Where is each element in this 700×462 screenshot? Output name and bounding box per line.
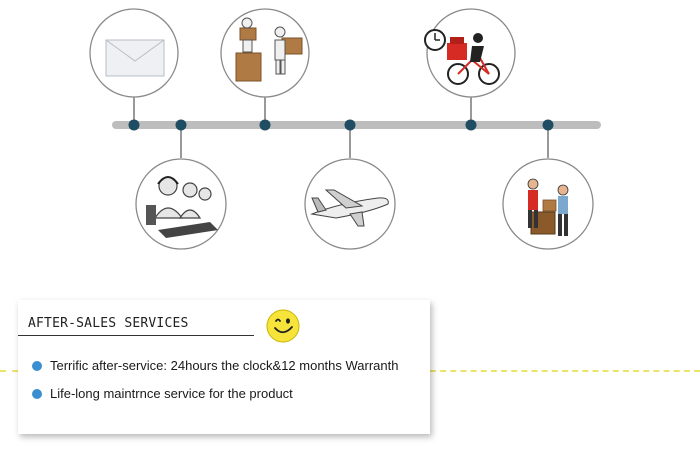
delivery-bicycle-icon (424, 8, 516, 98)
section-title: AFTER-SALES SERVICES (28, 316, 189, 331)
list-item-text: Terrific after-service: 24hours the cloc… (50, 358, 399, 373)
customer-support-icon (135, 158, 227, 250)
service-list: Terrific after-service: 24hours the cloc… (32, 352, 399, 408)
after-sales-card: AFTER-SALES SERVICES Terrific after-serv… (18, 300, 430, 434)
timeline-node-1 (128, 119, 140, 131)
bullet-icon (32, 361, 42, 371)
timeline-node-3 (259, 119, 271, 131)
packaging-icon (220, 8, 310, 98)
timeline-node-5 (465, 119, 477, 131)
timeline-node-4 (344, 119, 356, 131)
list-item: Terrific after-service: 24hours the cloc… (32, 352, 399, 380)
airplane-icon (304, 158, 396, 250)
timeline-node-2 (175, 119, 187, 131)
bullet-icon (32, 389, 42, 399)
list-item-text: Life-long maintrnce service for the prod… (50, 386, 293, 401)
decorative-dash-line-left (0, 370, 18, 372)
list-item: Life-long maintrnce service for the prod… (32, 380, 399, 408)
timeline-node-6 (542, 119, 554, 131)
delivery-handover-icon (502, 158, 594, 250)
process-timeline (89, 8, 601, 250)
smiley-icon (266, 309, 300, 343)
decorative-dash-line-right (430, 370, 700, 372)
envelope-icon (89, 8, 179, 98)
title-underline (18, 335, 254, 336)
